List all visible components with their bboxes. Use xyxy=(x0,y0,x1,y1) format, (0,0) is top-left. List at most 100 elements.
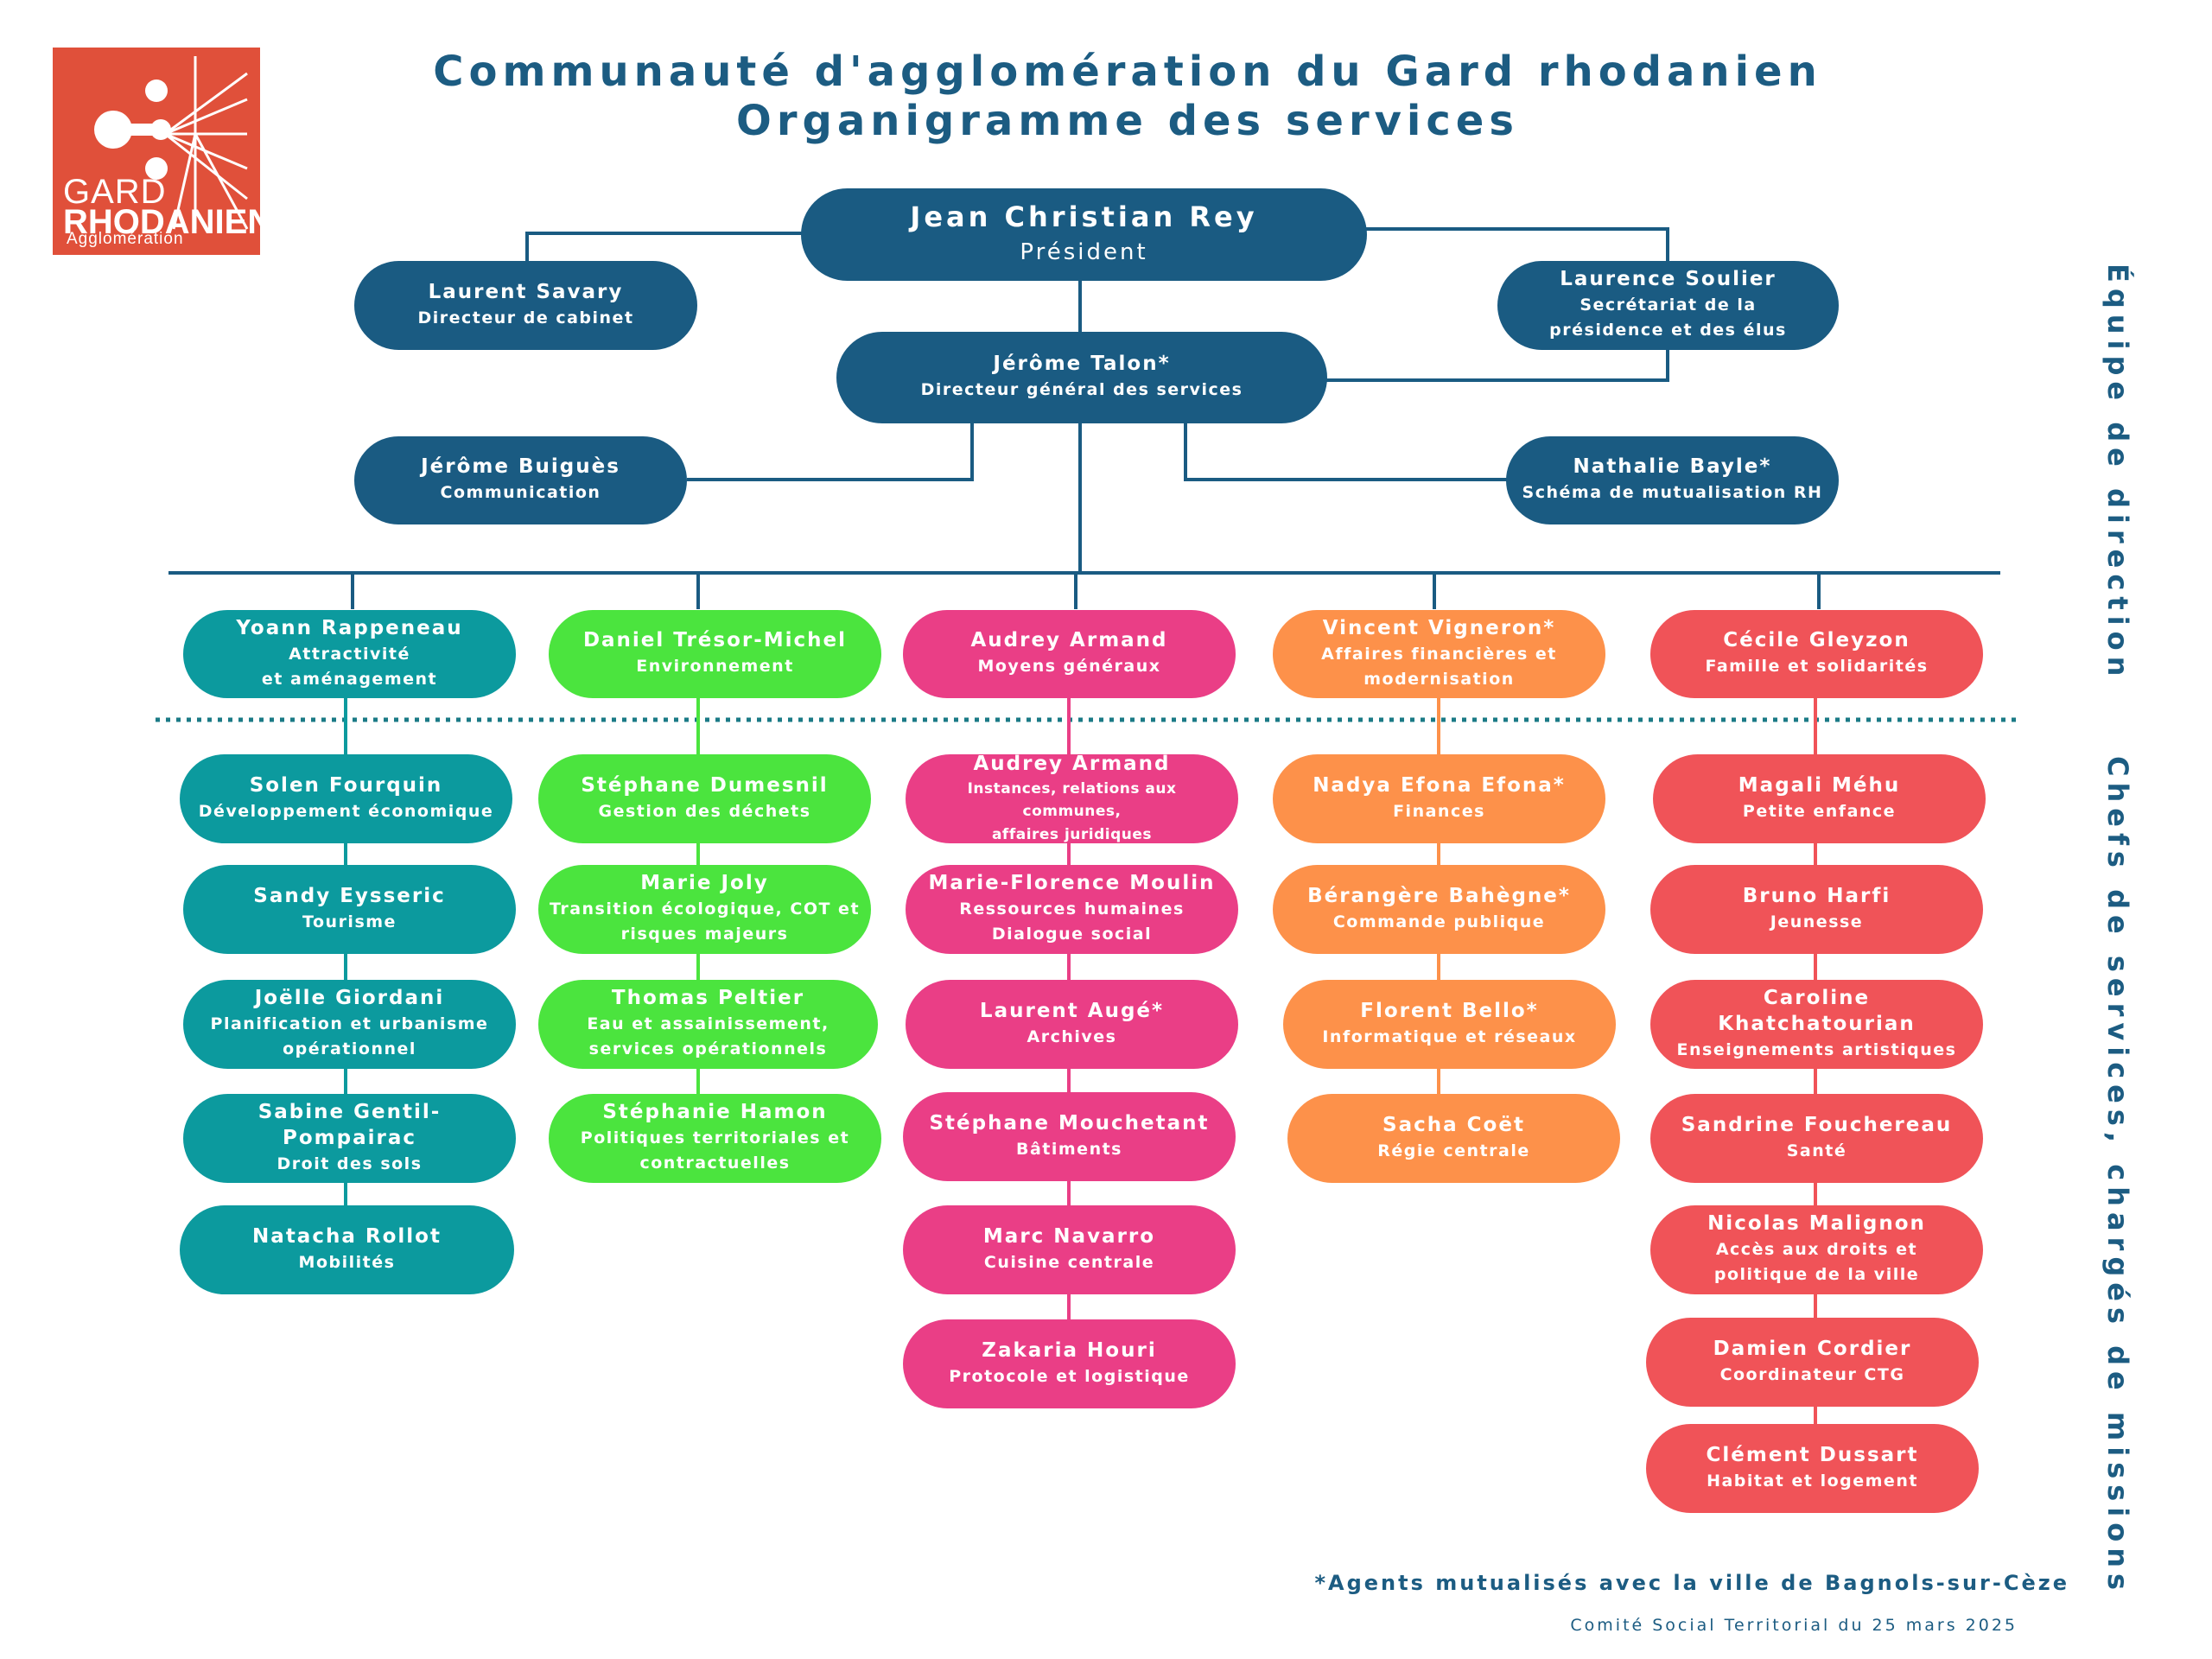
node-name: Sandy Eysseric xyxy=(253,884,446,907)
node-role: Développement économique xyxy=(198,801,494,821)
node-name: Magali Méhu xyxy=(1738,773,1901,797)
node-name: Jérôme Talon* xyxy=(993,353,1171,376)
node-president: Jean Christian Rey Président xyxy=(801,188,1367,281)
node-name: Joëlle Giordani xyxy=(254,987,445,1010)
service-node: Nadya Efona Efona* Finances xyxy=(1273,754,1605,843)
node-name: Sabine Gentil-Pompairac xyxy=(257,1100,442,1149)
gard-rhodanien-logo: GARD RHODANIEN Agglomération xyxy=(53,48,272,255)
node-role: Coordinateur CTG xyxy=(1719,1364,1905,1384)
node-name: Natacha Rollot xyxy=(252,1224,442,1248)
service-node: Zakaria Houri Protocole et logistique xyxy=(903,1319,1236,1408)
service-node: Thomas Peltier Eau et assainissement, se… xyxy=(538,980,878,1069)
node-name: Zakaria Houri xyxy=(982,1338,1157,1362)
node-role: Communication xyxy=(440,483,601,503)
node-role: Enseignements artistiques xyxy=(1676,1039,1957,1059)
service-node: Sandy Eysseric Tourisme xyxy=(183,865,516,954)
service-node: Marie Joly Transition écologique, COT et… xyxy=(538,865,871,954)
node-name: Bérangère Bahègne* xyxy=(1307,884,1571,907)
node-role: Directeur de cabinet xyxy=(417,308,634,327)
node-name: Solen Fourquin xyxy=(249,773,443,797)
node-name: Marie Joly xyxy=(640,872,769,895)
logo-text-agglomeration: Agglomération xyxy=(67,230,184,248)
node-role: Instances, relations aux communes, affai… xyxy=(967,779,1177,843)
node-name: Laurence Soulier xyxy=(1560,268,1777,291)
logo-text-gard: GARD xyxy=(63,173,167,211)
node-role: Directeur général des services xyxy=(920,380,1243,400)
node-name: Audrey Armand xyxy=(973,753,1171,776)
node-role: Ressources humaines Dialogue social xyxy=(959,899,1185,944)
node-role: Attractivité et aménagement xyxy=(261,644,438,689)
node-mutualisation: Nathalie Bayle* Schéma de mutualisation … xyxy=(1506,436,1839,524)
node-role: Finances xyxy=(1393,801,1485,821)
pole-head-moyens-generaux: Audrey Armand Moyens généraux xyxy=(903,610,1236,698)
node-name: Daniel Trésor-Michel xyxy=(582,629,848,652)
node-role: Moyens généraux xyxy=(977,657,1161,677)
side-label-chefs: Chefs de services, chargés de missions xyxy=(2101,756,2134,1597)
node-role: Santé xyxy=(1786,1141,1847,1160)
service-node: Magali Méhu Petite enfance xyxy=(1653,754,1986,843)
service-node: Marie-Florence Moulin Ressources humaine… xyxy=(906,865,1238,954)
node-role: Droit des sols xyxy=(276,1154,423,1173)
node-role: Schéma de mutualisation RH xyxy=(1522,483,1823,503)
service-node: Florent Bello* Informatique et réseaux xyxy=(1283,980,1616,1069)
node-name: Stéphane Dumesnil xyxy=(581,773,829,797)
node-name: Cécile Gleyzon xyxy=(1723,629,1910,652)
node-name: Vincent Vigneron* xyxy=(1322,616,1556,639)
node-role: Cuisine centrale xyxy=(983,1252,1155,1272)
node-name: Laurent Augé* xyxy=(979,999,1165,1022)
service-node: Sabine Gentil-Pompairac Droit des sols xyxy=(183,1094,516,1183)
service-node: Nicolas Malignon Accès aux droits et pol… xyxy=(1650,1205,1983,1294)
node-name: Jérôme Buiguès xyxy=(421,455,620,479)
node-dgs: Jérôme Talon* Directeur général des serv… xyxy=(836,332,1327,423)
node-role: Eau et assainissement, services opératio… xyxy=(587,1014,830,1059)
page-title: Communauté d'agglomération du Gard rhoda… xyxy=(433,48,1822,96)
node-role: Accès aux droits et politique de la vill… xyxy=(1713,1240,1920,1285)
node-communication: Jérôme Buiguès Communication xyxy=(354,436,687,524)
node-role: Politiques territoriales et contractuell… xyxy=(580,1128,850,1173)
service-node: Solen Fourquin Développement économique xyxy=(180,754,512,843)
service-node: Stéphanie Hamon Politiques territoriales… xyxy=(549,1094,881,1183)
node-role: Secrétariat de la présidence et des élus xyxy=(1549,296,1787,340)
node-role: Environnement xyxy=(636,657,794,677)
connector-communication xyxy=(687,423,974,481)
logo-emblem-icon xyxy=(94,56,249,230)
node-role: Famille et solidarités xyxy=(1705,657,1929,677)
node-role: Bâtiments xyxy=(1015,1139,1122,1159)
node-role: Tourisme xyxy=(302,912,397,931)
pole-head-environnement: Daniel Trésor-Michel Environnement xyxy=(549,610,881,698)
node-name: Caroline Khatchatourian xyxy=(1718,986,1916,1035)
node-name: Sandrine Fouchereau xyxy=(1681,1113,1953,1136)
node-name: Nathalie Bayle* xyxy=(1573,455,1772,479)
node-role: Commande publique xyxy=(1332,912,1546,931)
node-role: Archives xyxy=(1027,1027,1117,1046)
side-label-direction: Équipe de direction xyxy=(2101,264,2134,683)
service-node: Sacha Coët Régie centrale xyxy=(1287,1094,1620,1183)
node-role: Informatique et réseaux xyxy=(1322,1027,1577,1046)
pole-head-attractivite: Yoann Rappeneau Attractivité et aménagem… xyxy=(183,610,516,698)
service-node: Caroline Khatchatourian Enseignements ar… xyxy=(1650,980,1983,1069)
connector-cabinet xyxy=(525,232,804,264)
node-name: Damien Cordier xyxy=(1713,1337,1912,1360)
service-node: Bruno Harfi Jeunesse xyxy=(1650,865,1983,954)
footnote-mutualises: *Agents mutualisés avec la ville de Bagn… xyxy=(1314,1571,2069,1595)
node-role: Protocole et logistique xyxy=(949,1366,1190,1386)
service-node: Stéphane Dumesnil Gestion des déchets xyxy=(538,754,871,843)
service-node: Audrey Armand Instances, relations aux c… xyxy=(906,753,1238,843)
node-name: Jean Christian Rey xyxy=(910,200,1258,233)
service-node: Stéphane Mouchetant Bâtiments xyxy=(903,1092,1236,1181)
node-role: Affaires financières et modernisation xyxy=(1321,644,1557,689)
node-role: Habitat et logement xyxy=(1707,1471,1918,1491)
node-cabinet: Laurent Savary Directeur de cabinet xyxy=(354,261,697,350)
node-name: Audrey Armand xyxy=(970,629,1168,652)
node-name: Laurent Savary xyxy=(428,280,624,303)
service-node: Damien Cordier Coordinateur CTG xyxy=(1646,1318,1979,1407)
node-role: Mobilités xyxy=(298,1252,396,1272)
node-name: Marc Navarro xyxy=(982,1224,1156,1248)
node-role: Régie centrale xyxy=(1377,1141,1530,1160)
node-role: Président xyxy=(1020,239,1148,266)
service-node: Bérangère Bahègne* Commande publique xyxy=(1273,865,1605,954)
service-node: Marc Navarro Cuisine centrale xyxy=(903,1205,1236,1294)
logo-text-rhodanien: RHODANIEN xyxy=(63,203,273,241)
node-role: Transition écologique, COT et risques ma… xyxy=(549,899,861,944)
service-node: Natacha Rollot Mobilités xyxy=(180,1205,514,1294)
